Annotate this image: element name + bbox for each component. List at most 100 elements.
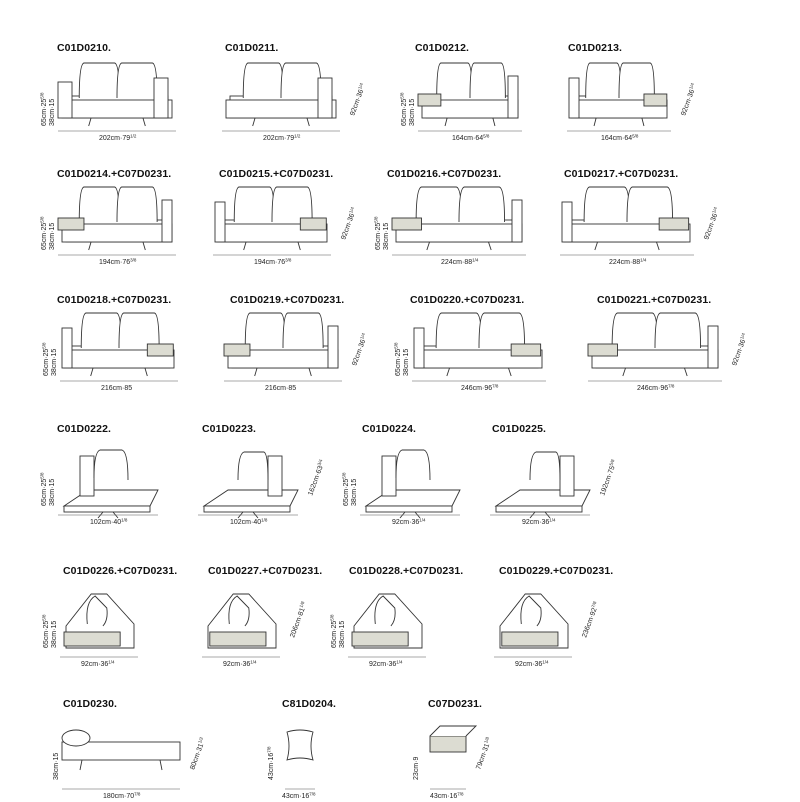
side-table-tray bbox=[658, 217, 690, 231]
width-dimension: 246cm·967/8 bbox=[637, 384, 675, 393]
product-code: C07D0231. bbox=[428, 698, 483, 710]
width-dimension: 224cm·881/4 bbox=[609, 258, 647, 267]
height-dimension: 65cm·255/8 bbox=[400, 92, 409, 126]
depth-dimension: 92cm·361/4 bbox=[702, 206, 722, 241]
side-table-tray bbox=[587, 343, 618, 357]
module-outline bbox=[568, 62, 668, 127]
back-cushion bbox=[458, 186, 506, 223]
width-dimension: 92cm·361/4 bbox=[392, 518, 426, 527]
back-cushion bbox=[415, 186, 463, 223]
back-cushion bbox=[529, 451, 561, 481]
module-outline bbox=[413, 312, 543, 377]
back-cushion bbox=[435, 312, 483, 349]
depth-dimension: 92cm·361/4 bbox=[679, 82, 699, 117]
width-dimension: 43cm·167/8 bbox=[282, 792, 316, 801]
armrest bbox=[507, 75, 519, 119]
leg bbox=[306, 117, 310, 127]
width-dimension: 164cm·645/8 bbox=[452, 134, 490, 143]
depth-dimension: 206cm·811/8 bbox=[288, 600, 309, 639]
back-cushion bbox=[280, 62, 322, 99]
leg bbox=[446, 367, 450, 377]
product-code: C01D0216.+C07D0231. bbox=[387, 168, 502, 180]
width-dimension: 43cm·167/8 bbox=[430, 792, 464, 801]
product-code: C01D0211. bbox=[225, 42, 279, 54]
sofa-module-drawing: 23cm·9 43cm·167/8 79cm·311/8 bbox=[413, 725, 494, 801]
product-code: C01D0220.+C07D0231. bbox=[410, 294, 525, 306]
width-dimension: 202cm·791/2 bbox=[263, 134, 301, 143]
back-cushion bbox=[118, 312, 160, 349]
back-cushion bbox=[116, 62, 158, 99]
leg bbox=[656, 241, 660, 251]
back-cushion bbox=[78, 186, 120, 223]
depth-dimension: 79cm·311/8 bbox=[474, 736, 494, 771]
side-table bbox=[429, 735, 467, 753]
module-outline bbox=[286, 729, 314, 761]
armrest bbox=[79, 455, 95, 497]
module-outline bbox=[499, 593, 569, 649]
module-outline bbox=[417, 62, 519, 127]
product-code: C01D0217.+C07D0231. bbox=[564, 168, 679, 180]
module-outline bbox=[214, 186, 328, 251]
module-outline bbox=[429, 725, 478, 753]
module-outline bbox=[223, 312, 339, 377]
height-dimension: 65cm·255/8 bbox=[342, 472, 351, 506]
width-dimension: 92cm·361/4 bbox=[522, 518, 556, 527]
width-dimension: 224cm·881/4 bbox=[441, 258, 479, 267]
height-dimension: 23cm·9 bbox=[413, 757, 420, 780]
product-code: C01D0214.+C07D0231. bbox=[57, 168, 172, 180]
back-cushion bbox=[583, 186, 631, 223]
depth-dimension: 92cm·361/4 bbox=[730, 332, 750, 367]
leg bbox=[243, 241, 247, 251]
side-table-tray bbox=[57, 217, 85, 231]
back-cushion bbox=[395, 449, 431, 481]
sofa-module-drawing: 246cm·967/8 92cm·361/4 bbox=[587, 312, 750, 393]
depth-dimension: 92cm·361/4 bbox=[339, 206, 359, 241]
back-cushion bbox=[436, 62, 473, 99]
side-table-tray bbox=[223, 343, 251, 357]
product-code: C01D0215.+C07D0231. bbox=[219, 168, 334, 180]
module-outline bbox=[61, 729, 181, 771]
armrest bbox=[707, 325, 719, 369]
seat-height-dimension: 38cm·15 bbox=[383, 223, 390, 250]
module-outline bbox=[207, 593, 277, 649]
side-table-tray bbox=[209, 631, 267, 647]
armrest bbox=[153, 77, 169, 119]
chaise-seat bbox=[494, 489, 591, 507]
back-cushion bbox=[116, 186, 158, 223]
seat-height-dimension: 38cm·15 bbox=[49, 479, 56, 506]
leg bbox=[90, 367, 94, 377]
product-code: C01D0213. bbox=[568, 42, 623, 54]
leg bbox=[142, 241, 146, 251]
product-code: C01D0225. bbox=[492, 423, 547, 435]
armrest bbox=[267, 455, 283, 497]
side-table-tray bbox=[417, 93, 442, 107]
width-dimension: 246cm·967/8 bbox=[461, 384, 499, 393]
seat-height-dimension: 38cm·15 bbox=[51, 621, 58, 648]
module-outline bbox=[63, 593, 135, 649]
side-table-tray bbox=[63, 631, 121, 647]
depth-dimension: 80cm·311/2 bbox=[188, 736, 208, 771]
module-outline bbox=[364, 449, 461, 519]
leg bbox=[254, 367, 258, 377]
side-table-tray bbox=[510, 343, 542, 357]
product-code: C01D0223. bbox=[202, 423, 257, 435]
module-outline bbox=[202, 451, 299, 519]
back-cushion bbox=[80, 312, 122, 349]
back-cushion bbox=[242, 62, 284, 99]
armrest bbox=[61, 327, 73, 369]
width-dimension: 92cm·361/4 bbox=[515, 660, 549, 669]
armrest bbox=[317, 77, 333, 119]
back-cushion bbox=[374, 595, 396, 627]
product-code: C01D0210. bbox=[57, 42, 112, 54]
chaise-seat bbox=[364, 489, 461, 507]
product-code: C01D0224. bbox=[362, 423, 417, 435]
back-cushion bbox=[618, 62, 655, 99]
height-dimension: 65cm·255/8 bbox=[330, 614, 339, 648]
side-table-tray bbox=[146, 343, 174, 357]
armrest bbox=[413, 327, 425, 369]
